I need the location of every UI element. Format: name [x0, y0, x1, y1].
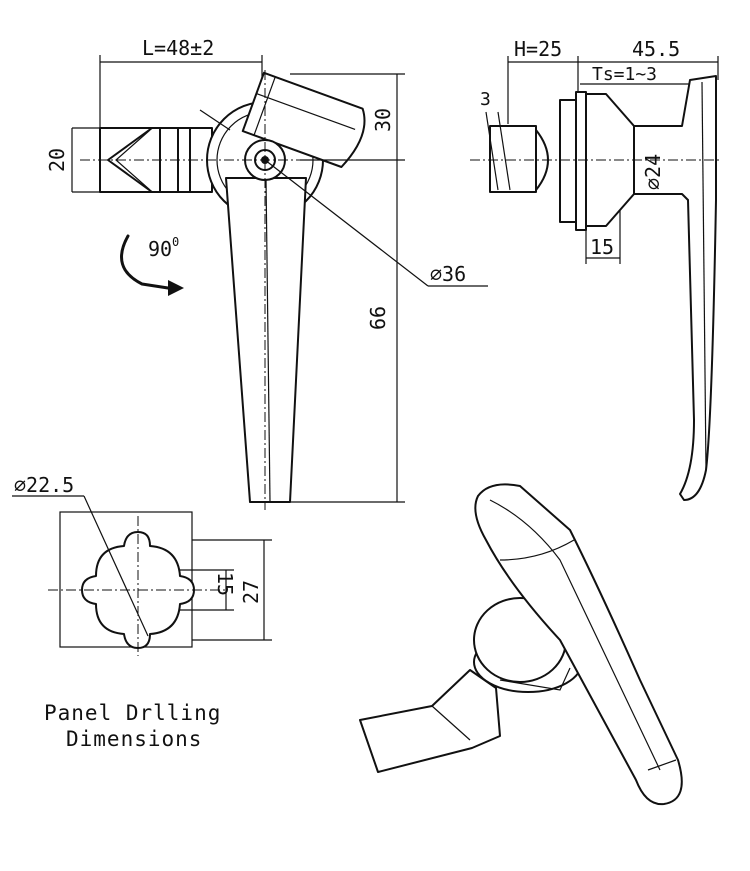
panel-outline: [59, 511, 193, 648]
nut-edge: [499, 667, 571, 691]
rotation-angle-label: 90: [148, 237, 172, 261]
arrow-head: [168, 280, 184, 296]
dim-side-diameter-label: ∅24: [641, 154, 665, 190]
caption-line2: Dimensions: [66, 727, 202, 751]
drill-diameter-label: ∅22.5: [14, 473, 74, 497]
cam-tongue-edge: [431, 705, 471, 741]
dim-length-label: L=48±2: [142, 36, 214, 60]
tick: [199, 109, 231, 131]
nut: [559, 99, 577, 223]
dim-diameter-label: ∅36: [430, 262, 466, 286]
dim-total-height-label: 99: [365, 306, 389, 330]
drill-outer-label: 27: [239, 580, 263, 604]
ext-line: [485, 111, 499, 191]
leader-line: [83, 495, 149, 637]
panel-drilling: ∅22.5 15 27 Panel Drlling Dimensions: [12, 473, 272, 751]
dim-top-label: 30: [371, 108, 395, 132]
handle-crease: [499, 539, 575, 561]
cam-tongue: [359, 669, 501, 773]
side-view: H=25 45.5 Ts=1~3 3 ∅24 15: [470, 37, 722, 501]
handle-tip-edge: [647, 759, 677, 771]
rotation-degree-label: 0: [172, 235, 179, 249]
handle-ridge: [265, 177, 271, 503]
dim-width-label: 45.5: [632, 37, 680, 61]
handle-3d: [474, 483, 683, 806]
dim-h-label: H=25: [514, 37, 562, 61]
dim-height-left-label: 20: [45, 148, 69, 172]
handle-side-edge: [701, 81, 707, 471]
leader-line: [264, 159, 429, 287]
panel-washer: [575, 91, 587, 231]
dim-base-label: 15: [590, 235, 614, 259]
dim-ts-label: Ts=1~3: [592, 64, 657, 85]
rotation-arrow: [120, 234, 170, 290]
handle-side: [633, 75, 717, 501]
drill-inner-label: 15: [213, 572, 237, 596]
dim-cam-label: 3: [480, 89, 491, 110]
handle-ridge: [489, 499, 661, 771]
shaft: [489, 125, 537, 193]
isometric-view: [359, 483, 683, 806]
front-view: L=48±2 20: [45, 36, 488, 510]
caption-line1: Panel Drlling: [44, 701, 221, 725]
